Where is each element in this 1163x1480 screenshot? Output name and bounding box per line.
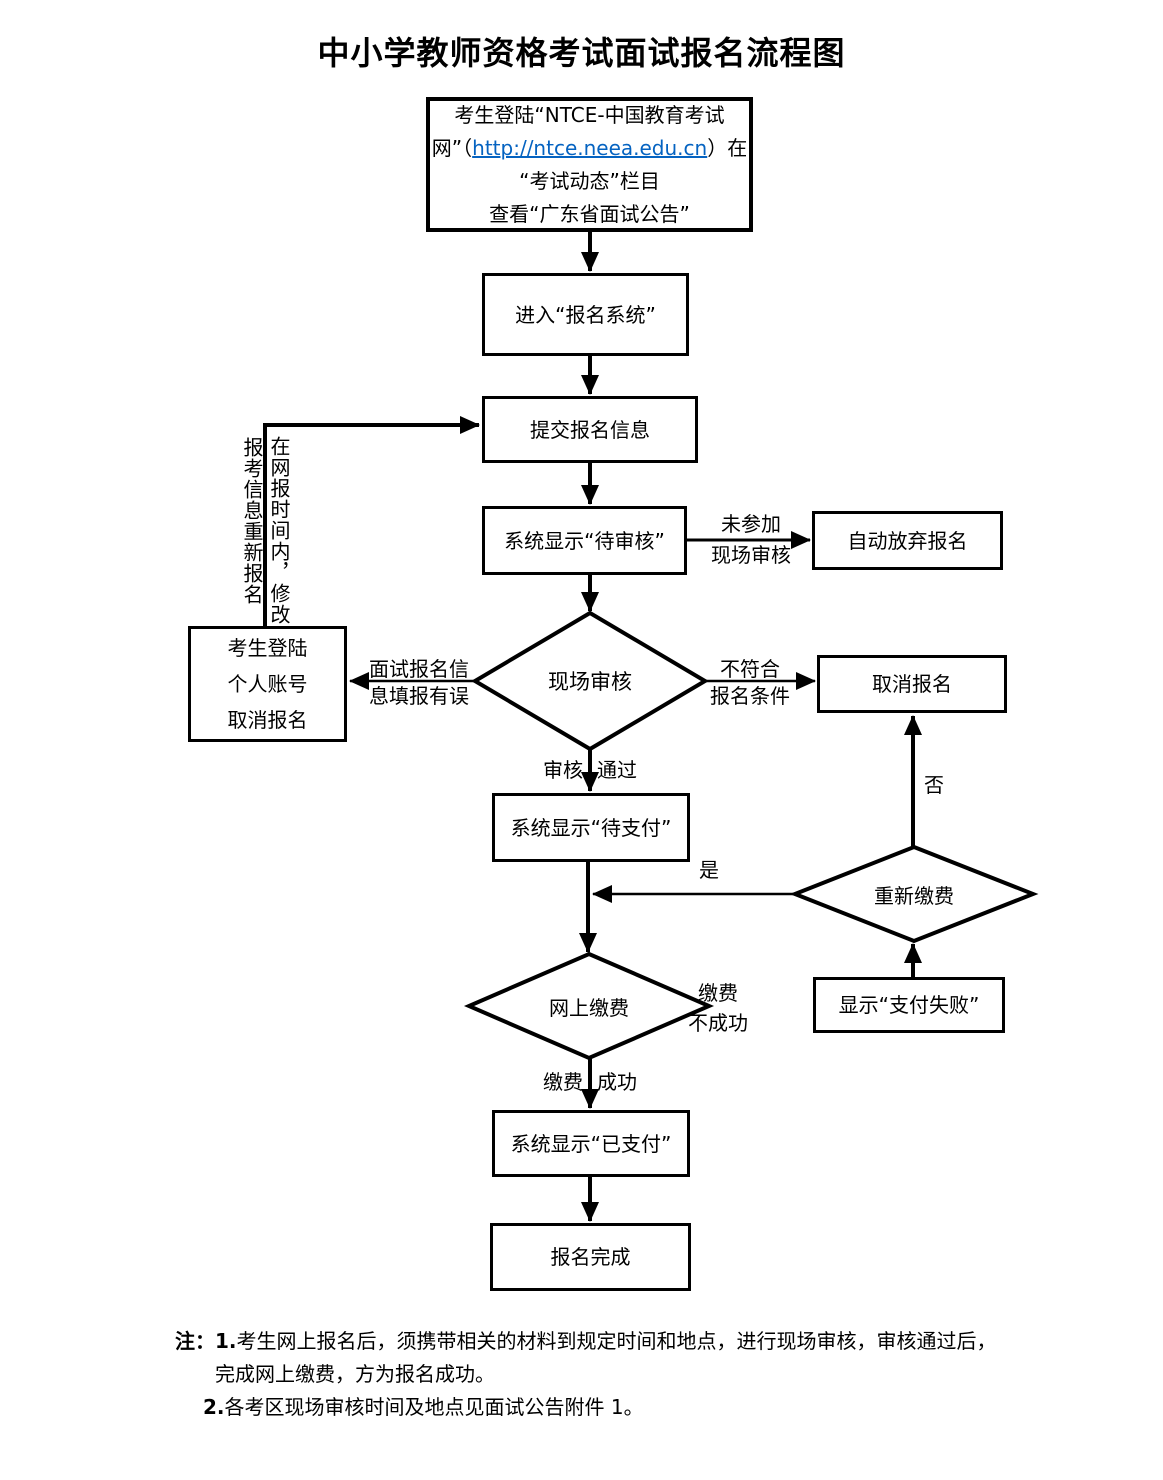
start-line3: “考试动态”栏目 [519, 168, 660, 193]
node-payment-failed: 显示“支付失败” [813, 977, 1005, 1033]
label-modify-vertical: 在网报时间内，修改 [267, 436, 291, 625]
note-prefix: 注： [175, 1329, 215, 1353]
repay-diamond [789, 844, 1039, 944]
label-not-qualified: 不符合 报名条件 [710, 657, 790, 708]
edge-resubmit-loop [263, 416, 480, 626]
page-title: 中小学教师资格考试面试报名流程图 [317, 34, 846, 72]
label-success: 成功 [597, 1070, 637, 1094]
node-cancel-signup: 取消报名 [817, 655, 1007, 713]
online-payment-label: 网上缴费 [549, 995, 629, 1020]
onsite-review-label: 现场审核 [548, 670, 632, 694]
node-complete: 报名完成 [490, 1223, 691, 1291]
label-yes: 是 [699, 858, 719, 882]
onsite-review-diamond [471, 610, 709, 752]
node-pending-review: 系统显示“待审核” [482, 506, 687, 575]
label-resubmit-vertical: 报考信息重新报名 [240, 437, 264, 605]
note-item-1: 注：1.考生网上报名后，须携带相关的材料到规定时间和地点，进行现场审核，审核通过… [175, 1329, 997, 1353]
start-line1: 考生登陆“NTCE-中国教育考试 [454, 102, 725, 127]
node-auto-abandon: 自动放弃报名 [812, 511, 1003, 570]
node-paid: 系统显示“已支付” [492, 1110, 690, 1177]
repay-label: 重新缴费 [874, 883, 954, 908]
notes-section: 注：1.考生网上报名后，须携带相关的材料到规定时间和地点，进行现场审核，审核通过… [175, 1325, 1045, 1424]
label-no: 否 [924, 773, 944, 797]
label-pay-fail: 缴费 不成功 [688, 981, 748, 1035]
node-cancel-account: 考生登陆 个人账号 取消报名 [188, 626, 347, 742]
node-start: 考生登陆“NTCE-中国教育考试 网”（http://ntce.neea.edu… [426, 97, 753, 232]
online-payment-diamond [463, 951, 715, 1061]
note-item-1-cont: 完成网上缴费，方为报名成功。 [215, 1362, 495, 1386]
ntce-link[interactable]: http://ntce.neea.edu.cn [472, 135, 708, 160]
label-pay: 缴费 [543, 1070, 583, 1094]
start-line4: 查看“广东省面试公告” [489, 201, 690, 226]
label-wrong-info: 面试报名信 息填报有误 [369, 657, 469, 708]
label-passed: 通过 [597, 758, 637, 782]
note-item-2: 2.各考区现场审核时间及地点见面试公告附件 1。 [203, 1395, 644, 1419]
node-enter-system: 进入“报名系统” [482, 273, 689, 356]
node-submit-info: 提交报名信息 [482, 396, 698, 463]
node-pending-payment: 系统显示“待支付” [492, 793, 690, 862]
label-no-onsite: 未参加 现场审核 [711, 512, 791, 567]
start-line2: 网”（http://ntce.neea.edu.cn）在 [431, 135, 748, 160]
label-review: 审核 [543, 758, 583, 782]
